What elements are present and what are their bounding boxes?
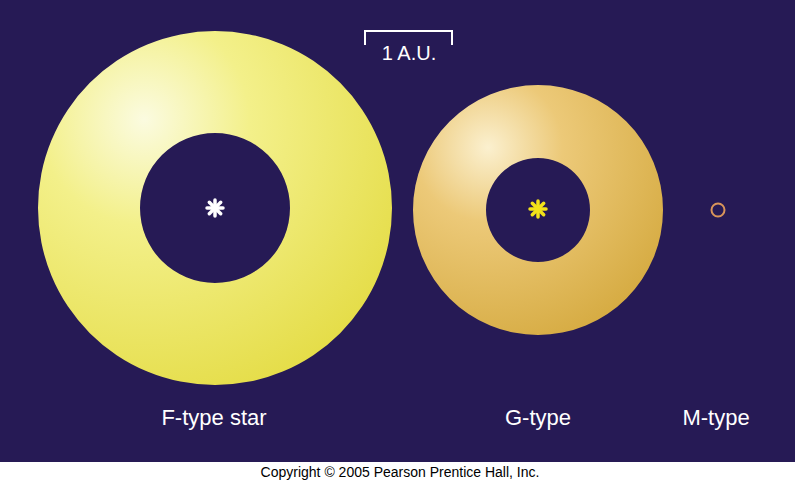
star-type-label: M-type (682, 407, 749, 429)
background (0, 0, 795, 462)
footer-strip (0, 462, 795, 483)
star-type-label: G-type (505, 407, 571, 429)
scale-label: 1 A.U. (382, 43, 436, 63)
m-star-zone (712, 204, 725, 217)
copyright-notice: Copyright © 2005 Pearson Prentice Hall, … (261, 465, 540, 479)
star-type-label: F-type star (161, 407, 266, 429)
f-star (207, 200, 223, 216)
f-star-zone (38, 31, 392, 385)
g-star (530, 201, 546, 217)
g-star-zone (413, 85, 663, 335)
